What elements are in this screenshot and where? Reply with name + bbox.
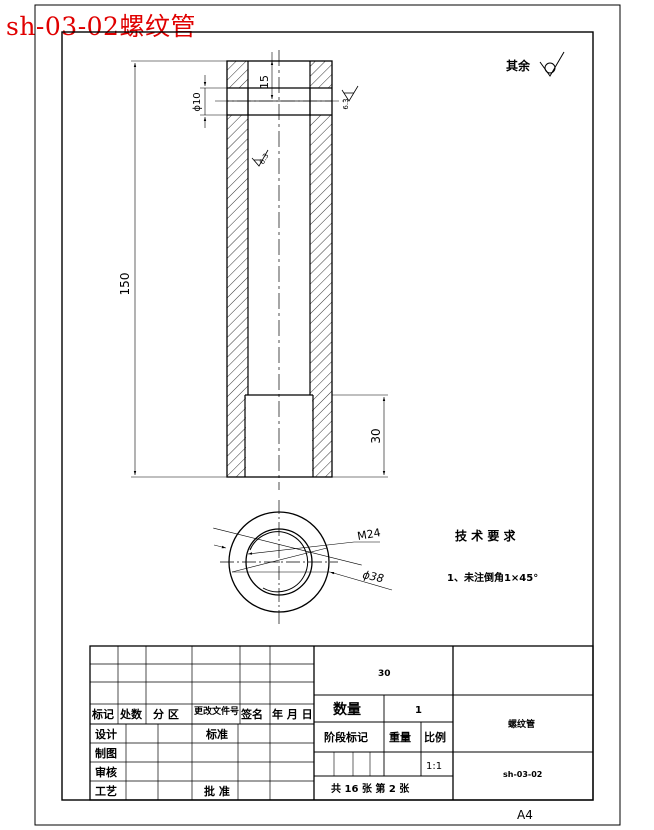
tech-requirement-item-1: 1、未注倒角1×45° — [447, 571, 538, 584]
dimension-lines — [131, 52, 388, 478]
dim-hole-diameter: ϕ10 — [192, 92, 203, 111]
dim-thread: M24 — [356, 526, 381, 543]
dim-hole-offset: 15 — [258, 75, 271, 89]
surface-note-label: 其余 — [506, 58, 531, 73]
title-block-grid — [89, 645, 594, 801]
right-wall-hatch — [310, 61, 332, 477]
material-value: 30 — [378, 669, 391, 679]
header-change-doc: 更改文件号 — [194, 705, 239, 717]
roughness-bore-value: 6.3 — [258, 152, 270, 166]
dim-outer-diameter: ϕ38 — [361, 568, 385, 585]
sheet-info: 共 16 张 第 2 张 — [331, 782, 410, 795]
paper-size: A4 — [517, 808, 533, 822]
scale-label: 比例 — [424, 730, 446, 744]
scale-value: 1:1 — [426, 761, 442, 772]
part-name: 螺纹管 — [508, 718, 535, 730]
dim-overall-length: 150 — [118, 273, 132, 296]
drawing-title: sh-03-02螺纹管 — [6, 12, 196, 41]
header-signature: 签名 — [240, 707, 263, 721]
dim-counterbore-depth: 30 — [369, 428, 383, 443]
end-view — [213, 500, 393, 625]
section-view — [215, 50, 345, 490]
header-count: 处数 — [119, 707, 143, 721]
surface-roughness-symbol — [539, 51, 565, 77]
quantity-value: 1 — [415, 705, 422, 716]
role-approval: 批 准 — [204, 784, 230, 798]
stage-label: 阶段标记 — [324, 730, 368, 744]
weight-label: 重量 — [389, 730, 411, 744]
left-wall-hatch — [227, 61, 248, 477]
role-review: 审核 — [95, 765, 117, 779]
header-mark: 标记 — [91, 707, 114, 721]
drawing-number: sh-03-02 — [503, 770, 542, 779]
tech-requirements-heading: 技 术 要 求 — [455, 528, 517, 543]
role-design: 设计 — [95, 727, 117, 741]
quantity-label: 数量 — [333, 701, 361, 718]
header-date: 年 月 日 — [272, 707, 313, 721]
header-zone: 分 区 — [153, 707, 179, 721]
roughness-symbol-bore — [251, 149, 269, 167]
role-process: 工艺 — [95, 784, 117, 798]
roughness-symbol-top — [341, 85, 359, 102]
outer-border — [34, 4, 621, 826]
role-drawing: 制图 — [95, 746, 117, 760]
role-standardization: 标准 — [205, 727, 228, 741]
roughness-top-value: 6.3 — [342, 98, 350, 109]
